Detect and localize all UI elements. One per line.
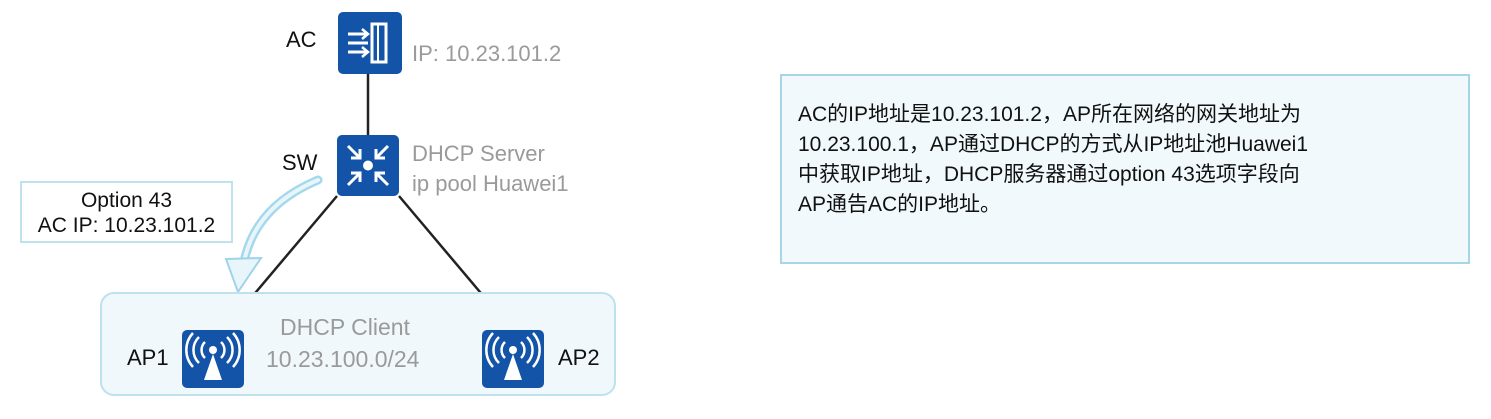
ap1-device-icon[interactable] (182, 330, 244, 388)
ac-label: AC (286, 27, 317, 52)
ap2-device-icon[interactable] (482, 330, 544, 388)
sw-role-line1: DHCP Server (412, 141, 545, 166)
note-line: 中获取IP地址，DHCP服务器通过option 43选项字段向 (798, 163, 1300, 186)
option43-arrow (239, 175, 323, 267)
switch-device-icon[interactable] (337, 135, 399, 196)
ap1-label: AP1 (127, 345, 169, 370)
option43-arrow-head (224, 256, 263, 295)
sw-role-line2: ip pool Huawei1 (412, 171, 569, 196)
client-group-subnet: 10.23.100.0/24 (266, 346, 420, 372)
option43-title: Option 43 (80, 189, 173, 212)
ap2-label: AP2 (558, 345, 600, 370)
note-line: 10.23.100.1，AP通过DHCP的方式从IP地址池Huawei1 (798, 133, 1309, 156)
ac-ip: IP: 10.23.101.2 (412, 41, 562, 66)
option43-box: Option 43 AC IP: 10.23.101.2 (20, 181, 233, 243)
note-line: AP通告AC的IP地址。 (798, 193, 1002, 216)
option43-ac-ip: AC IP: 10.23.101.2 (37, 214, 216, 237)
description-note: AC的IP地址是10.23.101.2，AP所在网络的网关地址为 10.23.1… (780, 74, 1470, 264)
client-group-label: DHCP Client (280, 314, 410, 340)
ac-device-icon[interactable] (338, 12, 402, 74)
sw-label: SW (282, 150, 318, 175)
note-line: AC的IP地址是10.23.101.2，AP所在网络的网关地址为 (798, 103, 1301, 126)
